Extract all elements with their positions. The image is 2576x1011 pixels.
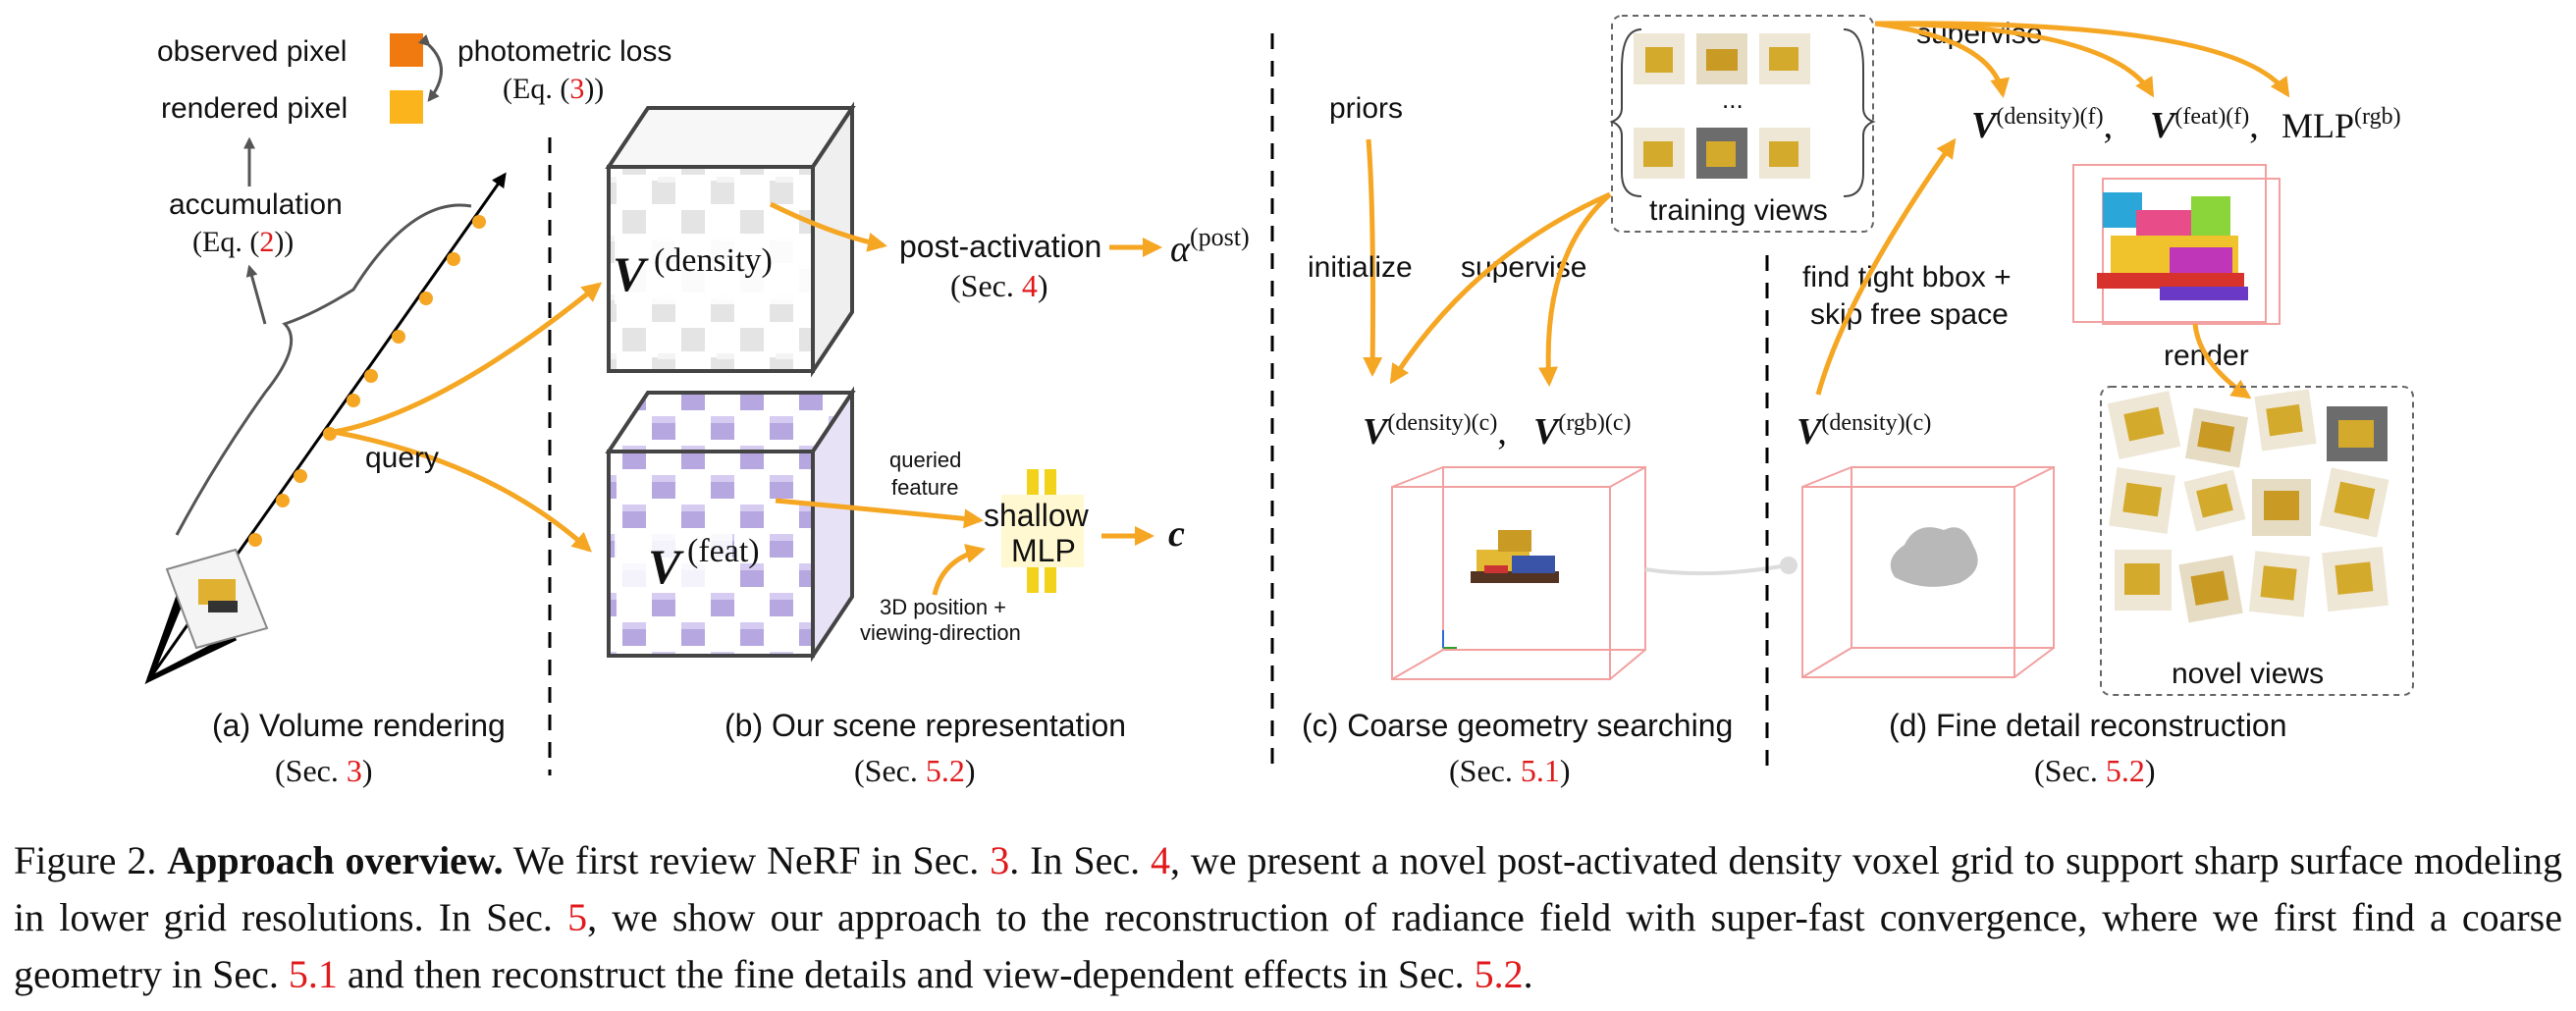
coarse-bounding-box	[1391, 466, 1646, 680]
sec4-reference: (Sec. 4)	[950, 268, 1048, 303]
figure-caption: Figure 2. Approach overview. We first re…	[14, 838, 2563, 996]
panel-c-coarse-geometry: priors initialize supervise V(density)(c…	[1302, 92, 1798, 788]
link-node	[1780, 557, 1798, 574]
panel-c-label: (c) Coarse geometry searching	[1302, 708, 1733, 743]
alpha-post: α(post)	[1170, 223, 1250, 270]
coarse-to-fine-link	[1644, 563, 1788, 576]
observed-pixel-swatch	[390, 33, 423, 67]
training-to-density-c-arrow	[1389, 191, 1612, 385]
v-rgb-c: V(rgb)(c)	[1533, 410, 1632, 452]
sample-brace	[175, 203, 472, 536]
supervise-mlp-rgb-arrow	[1874, 21, 2290, 98]
fine-reconstruction-render	[2072, 164, 2281, 325]
training-view-thumbnails	[1634, 33, 1810, 179]
shallow-mlp-block: shallow MLP	[984, 469, 1090, 593]
color-output: c	[1168, 513, 1185, 555]
supervise-density-f-arrow	[1874, 21, 2011, 98]
query-label: query	[365, 442, 439, 474]
position-label-1: 3D position +	[880, 595, 1006, 619]
accumulation-label: accumulation	[169, 188, 343, 221]
training-to-rgb-c-arrow	[1538, 192, 1612, 387]
panel-a-section: (Sec. 3)	[275, 753, 373, 788]
density-to-postact-arrow	[769, 201, 887, 252]
coarse-geometry-bbox	[1801, 466, 2055, 678]
panel-d-fine-detail: ... training views supervise V(density)(…	[1609, 15, 2414, 788]
novel-view-thumbnails	[2107, 389, 2389, 623]
panel-d-label: (d) Fine detail reconstruction	[1889, 708, 2287, 743]
initialize-label: initialize	[1308, 251, 1413, 284]
density-voxel-grid: V (density)	[605, 101, 856, 378]
panel-b-section: (Sec. 5.2)	[854, 753, 976, 788]
training-views-box: ... training views	[1609, 15, 1876, 233]
svg-text:V: V	[648, 539, 684, 594]
position-label-2: viewing-direction	[860, 620, 1021, 645]
find-bbox-label-2: skip free space	[1810, 298, 2009, 331]
feature-to-mlp-arrow	[775, 498, 984, 529]
position-to-mlp-arrow	[932, 544, 986, 596]
svg-text:(density): (density)	[654, 242, 773, 279]
bbox-to-density-f-arrow	[1815, 137, 1957, 396]
priors-label: priors	[1329, 92, 1403, 125]
photometric-loss-label: photometric loss	[457, 35, 671, 68]
panel-b-label: (b) Our scene representation	[724, 708, 1126, 743]
eq3-reference: (Eq. (3))	[503, 73, 604, 105]
v-density-c: V(density)(c),	[1363, 410, 1507, 452]
rendered-pixel-swatch	[390, 90, 423, 124]
v-density-f: V(density)(f),	[1971, 104, 2113, 146]
post-activation-label: post-activation	[899, 229, 1101, 264]
eq2-reference: (Eq. (2))	[192, 226, 294, 258]
feature-voxel-grid: V (feat)	[605, 386, 856, 663]
panel-a-label: (a) Volume rendering	[212, 708, 506, 743]
ellipsis: ...	[1722, 84, 1744, 114]
panel-a-volume-rendering: observed pixel rendered pixel photometri…	[144, 33, 671, 788]
find-bbox-label-1: find tight bbox +	[1802, 261, 2012, 293]
panel-c-section: (Sec. 5.1)	[1449, 753, 1571, 788]
novel-views-label: novel views	[2172, 658, 2324, 690]
training-views-label: training views	[1649, 194, 1828, 227]
svg-text:V: V	[613, 246, 649, 301]
mlp-rgb: MLP(rgb)	[2281, 104, 2401, 145]
ray-sample-points	[223, 215, 486, 582]
panel-d-section: (Sec. 5.2)	[2034, 753, 2156, 788]
v-feat-f: V(feat)(f),	[2150, 104, 2259, 146]
priors-arrow	[1363, 138, 1383, 377]
camera-icon	[144, 548, 269, 685]
rendered-pixel-label: rendered pixel	[161, 92, 348, 125]
svg-text:MLP: MLP	[1011, 533, 1076, 568]
v-density-c-d: V(density)(c)	[1797, 410, 1931, 452]
feature-label: feature	[891, 475, 959, 500]
observed-pixel-label: observed pixel	[157, 35, 347, 68]
novel-views-box: novel views	[2100, 386, 2414, 696]
query-arrow-density	[333, 282, 603, 435]
coarse-lego-reconstruction	[1471, 530, 1559, 583]
accumulation-gray-arrow	[245, 264, 267, 325]
render-arrow	[2192, 323, 2252, 399]
svg-text:shallow: shallow	[984, 498, 1090, 533]
queried-label: queried	[889, 448, 961, 472]
panel-b-scene-representation: V (density) post-activation (Sec. 4) α(p…	[605, 101, 1250, 788]
loss-bidirectional-arrow	[417, 34, 443, 102]
query-arrow-feat	[333, 429, 592, 553]
svg-text:(feat): (feat)	[687, 533, 760, 569]
